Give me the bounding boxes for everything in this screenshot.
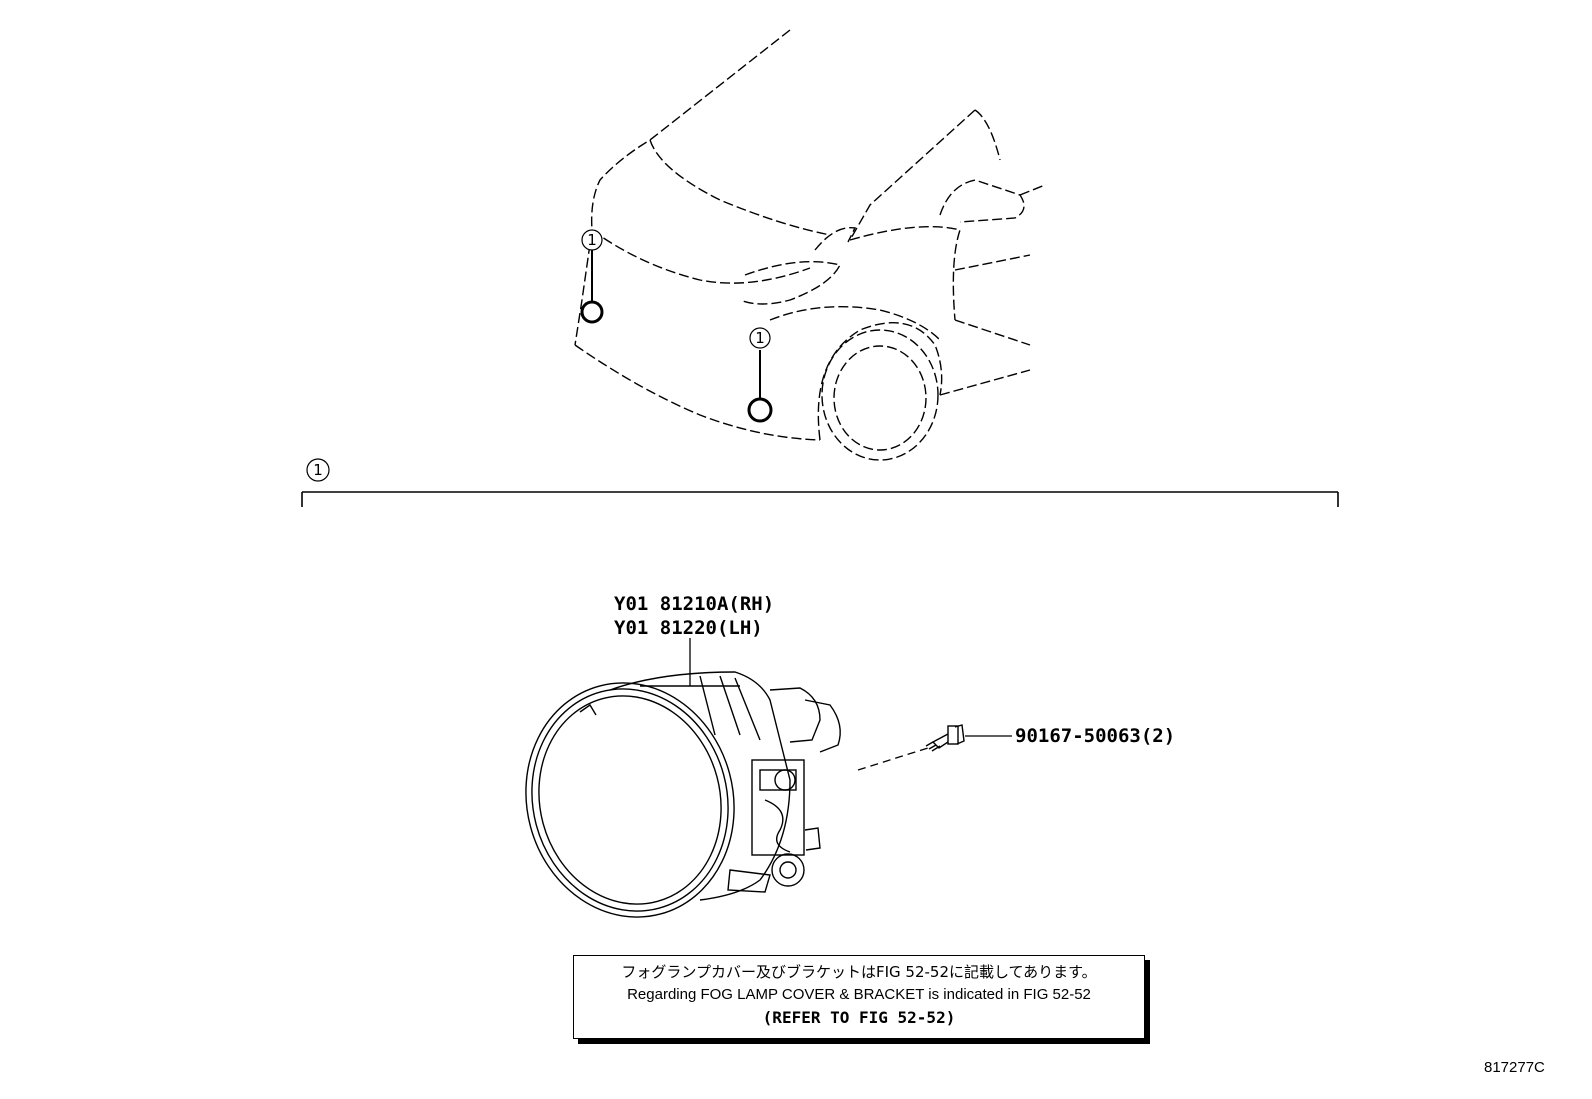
figure-id: 817277C xyxy=(1484,1059,1545,1076)
car-outline xyxy=(574,29,1046,461)
part-number-lh: Y01 81220(LH) xyxy=(614,617,763,639)
callout-circle-right xyxy=(749,327,771,349)
part-number-rh: Y01 81210A(RH) xyxy=(614,593,774,615)
note-japanese: フォグランプカバー及びブラケットはFIG 52-52に記載してあります。 xyxy=(621,963,1097,981)
callout-number-right: 1 xyxy=(755,329,765,347)
car-fog-lamp-location-left: 1 xyxy=(580,229,604,324)
note-refer: (REFER TO FIG 52-52) xyxy=(762,1008,956,1027)
reference-note-box: フォグランプカバー及びブラケットはFIG 52-52に記載してあります。 Reg… xyxy=(573,955,1145,1039)
group-callout-circle xyxy=(306,458,330,482)
fog-lamp-assembly xyxy=(525,671,841,918)
note-english: Regarding FOG LAMP COVER & BRACKET is in… xyxy=(627,986,1091,1003)
callout-circle-left xyxy=(581,229,603,251)
part-number-screw: 90167-50063(2) xyxy=(1015,725,1175,747)
screw-dashed-line xyxy=(857,747,929,771)
car-fog-lamp-location-right: 1 xyxy=(747,327,773,423)
screw xyxy=(925,724,965,752)
callout-number-left: 1 xyxy=(587,231,597,249)
group-bracket xyxy=(301,491,1339,507)
group-callout-number: 1 xyxy=(313,461,323,479)
